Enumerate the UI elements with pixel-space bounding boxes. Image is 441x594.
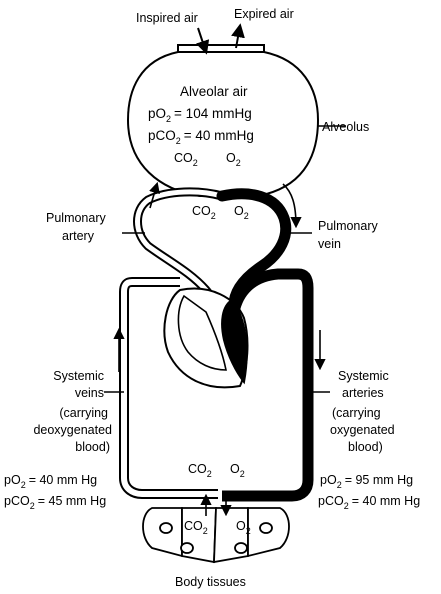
capillary-o2-label: O2 (234, 204, 249, 221)
pulmonary-artery-label-line1: Pulmonary (46, 211, 106, 225)
systemic-capillary-co2-label: CO2 (188, 462, 212, 479)
alveolar-co2-label: CO2 (174, 151, 198, 168)
body-tissues-label: Body tissues (175, 575, 246, 589)
alveolar-po2: pO2= 104 mmHg (148, 106, 252, 124)
svg-text:(carrying: (carrying (332, 406, 381, 420)
systemic-arteries-label: Systemic arteries (carrying oxygenated b… (330, 369, 395, 454)
svg-text:deoxygenated: deoxygenated (33, 423, 112, 437)
expired-air-label: Expired air (234, 7, 294, 21)
tissue-co2-label: CO2 (184, 519, 208, 536)
inspired-air-arrow (195, 27, 210, 55)
systemic-capillary-o2-label: O2 (230, 462, 245, 479)
svg-text:blood): blood) (75, 440, 110, 454)
svg-text:Systemic: Systemic (338, 369, 389, 383)
body-tissue-cells (142, 507, 290, 564)
alveolar-pco2: pCO2= 40 mmHg (148, 128, 254, 146)
svg-text:blood): blood) (348, 440, 383, 454)
svg-text:veins: veins (75, 386, 104, 400)
svg-text:oxygenated: oxygenated (330, 423, 395, 437)
pulmonary-artery-label-line2: artery (62, 229, 95, 243)
pulmonary-vein (216, 188, 292, 316)
tissue-o2-label: O2 (236, 519, 251, 536)
heart-left-side (221, 298, 248, 385)
heart-right-side (177, 294, 227, 371)
alveolus-sac (126, 51, 320, 197)
alveolus-opening (177, 44, 265, 52)
systemic-arteries (222, 268, 314, 502)
venous-pco2: pCO2= 45 mm Hg (4, 494, 106, 511)
pulmonary-vein-label-line2: vein (318, 237, 341, 251)
svg-text:Systemic: Systemic (53, 369, 104, 383)
svg-text:(carrying: (carrying (59, 406, 108, 420)
pulmonary-artery-flow-arrow (149, 181, 160, 209)
alveolar-o2-label: O2 (226, 151, 241, 168)
systemic-veins-lumen (121, 279, 218, 497)
capillary-co2-label: CO2 (192, 204, 216, 221)
expired-air-arrow (231, 23, 245, 49)
systemic-veins-label: Systemic veins (carrying deoxygenated bl… (33, 369, 112, 454)
arterial-po2: pO2= 95 mm Hg (320, 473, 413, 490)
alveolus-label: Alveolus (322, 120, 369, 134)
inspired-air-label: Inspired air (136, 11, 198, 25)
venous-po2: pO2= 40 mm Hg (4, 473, 97, 490)
arterial-pco2: pCO2= 40 mm Hg (318, 494, 420, 511)
pulmonary-vein-flow-arrow (282, 183, 302, 229)
alveolar-air-label: Alveolar air (180, 84, 248, 99)
svg-text:arteries: arteries (342, 386, 384, 400)
pulmonary-vein-label-line1: Pulmonary (318, 219, 378, 233)
